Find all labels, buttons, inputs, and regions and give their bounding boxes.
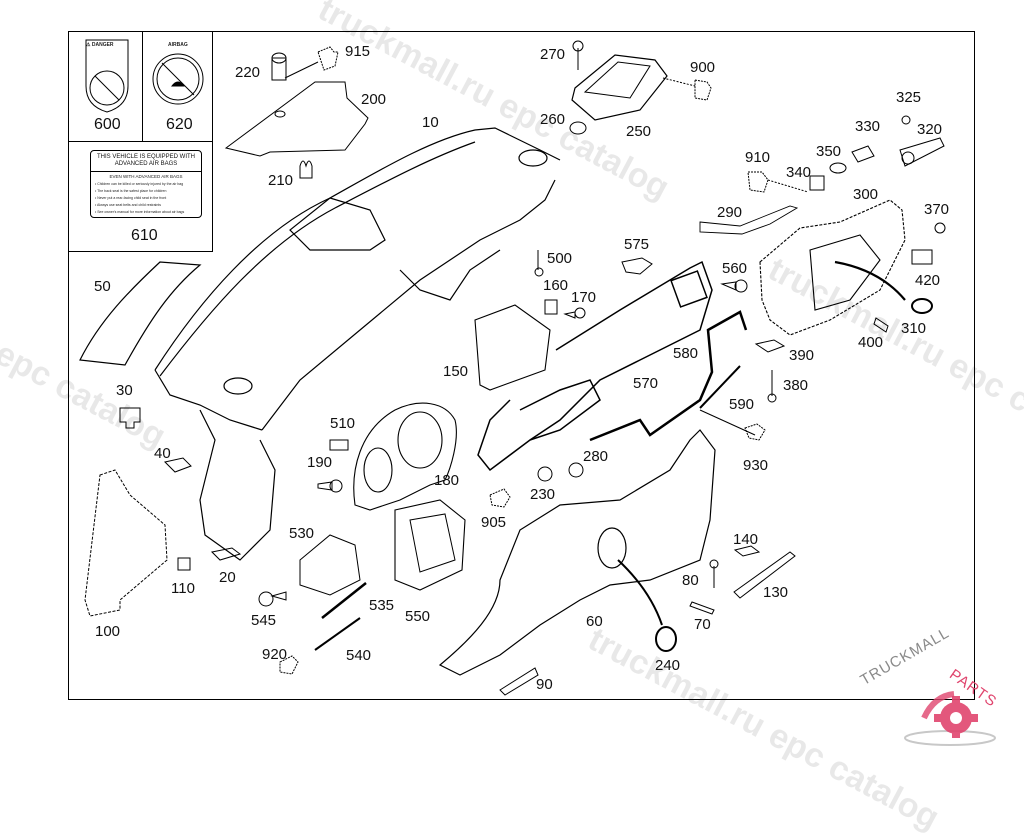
divider: [91, 171, 201, 172]
callout-290[interactable]: 290: [717, 204, 743, 221]
callout-300[interactable]: 300: [853, 186, 879, 203]
part-200-cover: [224, 81, 369, 157]
callout-325[interactable]: 325: [896, 89, 922, 106]
callout-270[interactable]: 270: [540, 46, 566, 63]
callout-560[interactable]: 560: [722, 260, 748, 277]
callout-30[interactable]: 30: [116, 382, 133, 399]
callout-905[interactable]: 905: [481, 514, 507, 531]
sticker-620-icon: [152, 53, 204, 105]
callout-575[interactable]: 575: [624, 236, 650, 253]
callout-535[interactable]: 535: [369, 597, 395, 614]
sticker-600-header: ⚠ DANGER: [86, 42, 114, 48]
callout-250[interactable]: 250: [626, 123, 652, 140]
diagram-frame: [68, 31, 975, 700]
part-240-grommet: [655, 626, 677, 652]
callout-180[interactable]: 180: [434, 472, 460, 489]
part-290-cable: [699, 205, 799, 235]
callout-240[interactable]: 240: [655, 657, 681, 674]
callout-200[interactable]: 200: [361, 91, 387, 108]
part-570-trim: [477, 260, 713, 472]
callout-610[interactable]: 610: [131, 227, 158, 244]
callout-590[interactable]: 590: [729, 396, 755, 413]
callout-400[interactable]: 400: [858, 334, 884, 351]
label-bullet: • Never put a rear-facing child seat in …: [95, 196, 167, 200]
callout-230[interactable]: 230: [530, 486, 556, 503]
callout-600[interactable]: 600: [94, 116, 121, 133]
part-530-switch: [299, 534, 361, 596]
callout-80[interactable]: 80: [682, 572, 699, 589]
callout-390[interactable]: 390: [789, 347, 815, 364]
callout-545[interactable]: 545: [251, 612, 277, 629]
callout-900[interactable]: 900: [690, 59, 716, 76]
callout-550[interactable]: 550: [405, 608, 431, 625]
callout-350[interactable]: 350: [816, 143, 842, 160]
callout-380[interactable]: 380: [783, 377, 809, 394]
airbag-warning-label: THIS VEHICLE IS EQUIPPED WITH ADVANCED A…: [90, 150, 202, 218]
part-10-dashboard: [154, 127, 561, 561]
callout-530[interactable]: 530: [289, 525, 315, 542]
callout-280[interactable]: 280: [583, 448, 609, 465]
callout-140[interactable]: 140: [733, 531, 759, 548]
part-100-cover: [84, 469, 168, 617]
label-bullet: • Always use seat belts and child restra…: [95, 203, 162, 207]
callout-540[interactable]: 540: [346, 647, 372, 664]
callout-150[interactable]: 150: [443, 363, 469, 380]
callout-60[interactable]: 60: [586, 613, 603, 630]
callout-320[interactable]: 320: [917, 121, 943, 138]
part-250-airbag: [571, 54, 668, 121]
callout-510[interactable]: 510: [330, 415, 356, 432]
part-50-trim: [79, 261, 202, 366]
callout-370[interactable]: 370: [924, 201, 950, 218]
callout-420[interactable]: 420: [915, 272, 941, 289]
callout-910[interactable]: 910: [745, 149, 771, 166]
part-580-seal: [589, 310, 748, 442]
callout-130[interactable]: 130: [763, 584, 789, 601]
callout-340[interactable]: 340: [786, 164, 812, 181]
callout-190[interactable]: 190: [307, 454, 333, 471]
part-60-lower-panel: [438, 429, 716, 676]
callout-10[interactable]: 10: [422, 114, 439, 131]
callout-260[interactable]: 260: [540, 111, 566, 128]
label-title-line1: THIS VEHICLE IS EQUIPPED WITH: [96, 154, 195, 160]
sticker-box-610[interactable]: [68, 141, 213, 252]
callout-160[interactable]: 160: [543, 277, 569, 294]
callout-620[interactable]: 620: [166, 116, 193, 133]
callout-50[interactable]: 50: [94, 278, 111, 295]
callout-20[interactable]: 20: [219, 569, 236, 586]
callout-110[interactable]: 110: [171, 580, 195, 597]
label-bullet: • See owner's manual for more informatio…: [95, 210, 185, 214]
label-title-line2: ADVANCED AIR BAGS: [114, 160, 178, 167]
sticker-620-header: AIRBAG: [168, 42, 188, 48]
callout-100[interactable]: 100: [95, 623, 121, 640]
part-180-cluster-bezel: [353, 402, 457, 511]
callout-570[interactable]: 570: [633, 375, 659, 392]
callout-220[interactable]: 220: [235, 64, 261, 81]
callout-90[interactable]: 90: [536, 676, 553, 693]
label-subheader: EVEN WITH ADVANCED AIR BAGS: [109, 174, 183, 179]
callout-920[interactable]: 920: [262, 646, 288, 663]
brand-logo: TRUCKMALL PARTS: [858, 624, 1020, 750]
callout-915[interactable]: 915: [345, 43, 371, 60]
callout-500[interactable]: 500: [547, 250, 573, 267]
callout-930[interactable]: 930: [743, 457, 769, 474]
callout-580[interactable]: 580: [673, 345, 699, 362]
gear-icon: [904, 691, 996, 746]
callout-70[interactable]: 70: [694, 616, 711, 633]
callout-40[interactable]: 40: [154, 445, 171, 462]
part-150-vent: [474, 304, 551, 391]
callout-310[interactable]: 310: [901, 320, 927, 337]
callout-170[interactable]: 170: [571, 289, 597, 306]
sticker-600-icon: [85, 39, 129, 113]
label-bullet: • Children can be killed or seriously in…: [95, 182, 184, 186]
callout-330[interactable]: 330: [855, 118, 881, 135]
label-bullet: • The back seat is the safest place for …: [95, 189, 167, 193]
part-300-glovebox: [759, 199, 906, 336]
part-550-housing: [394, 499, 466, 591]
callout-210[interactable]: 210: [268, 172, 294, 189]
diagram-artwork: [79, 39, 946, 696]
